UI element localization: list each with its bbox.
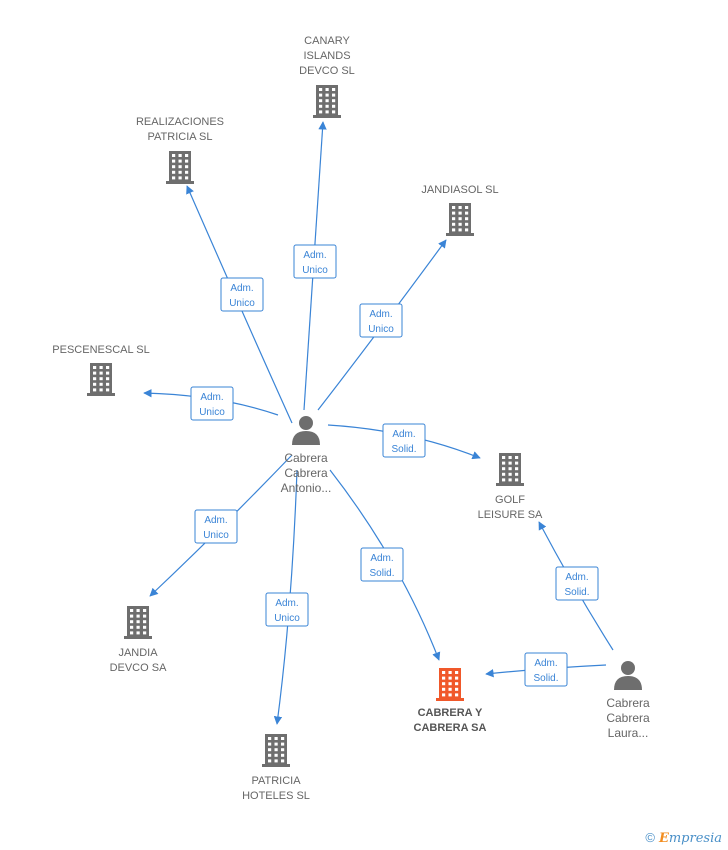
role-badge-text: Unico [203, 530, 229, 541]
company-node-canary[interactable]: CANARY ISLANDS DEVCO SL [299, 35, 355, 118]
building-icon [496, 453, 524, 486]
role-badge-text: Adm. [369, 309, 392, 320]
role-badge-text: Unico [302, 265, 328, 276]
company-jandiasol-label-line: JANDIASOL SL [421, 184, 498, 196]
role-badge-text: Unico [229, 298, 255, 309]
edge-antonio-to-canary[interactable]: Adm. Unico [293, 121, 337, 411]
company-canary-label-line: CANARY [304, 35, 350, 47]
role-badge-text: Solid. [564, 587, 589, 598]
role-badge-text: Unico [199, 407, 225, 418]
company-node-pescenescal[interactable]: PESCENESCAL SL [52, 344, 150, 396]
copyright-icon: © [645, 830, 655, 845]
company-node-jandiasol[interactable]: JANDIASOL SL [421, 184, 499, 236]
person-node-laura[interactable]: CabreraCabreraLaura... [606, 661, 650, 740]
role-badge[interactable] [382, 423, 426, 458]
role-badge-text: Unico [274, 613, 300, 624]
edge-antonio-to-jandiasol[interactable]: Adm. Unico [317, 239, 447, 411]
edge-laura-to-golf[interactable]: Adm. Solid. [538, 521, 614, 651]
role-badge[interactable] [220, 277, 264, 312]
company-canary-label-line: DEVCO SL [299, 65, 355, 77]
company-realizaciones-label-line: PATRICIA SL [147, 131, 212, 143]
brand-footer: ©Empresia [645, 830, 722, 846]
edge-arrow [186, 185, 293, 424]
person-icon [292, 416, 320, 445]
company-golf-label-line: GOLF [495, 494, 525, 506]
brand-logo-initial: E [658, 831, 669, 846]
company-node-golf[interactable]: GOLF LEISURE SA [478, 453, 543, 521]
company-node-patricia[interactable]: PATRICIA HOTELES SL [242, 734, 310, 802]
person-antonio-label-line: Antonio... [281, 481, 332, 495]
company-node-jandia[interactable]: JANDIA DEVCO SA [110, 606, 168, 674]
person-laura-label-line: Cabrera [606, 696, 650, 710]
role-badge-text: Adm. [392, 429, 415, 440]
role-badge-text: Adm. [230, 283, 253, 294]
role-badge-text: Adm. [370, 553, 393, 564]
role-badge[interactable] [360, 547, 404, 582]
role-badge-text: Solid. [369, 568, 394, 579]
role-badge-text: Unico [368, 324, 394, 335]
building-icon [124, 606, 152, 639]
company-realizaciones-label-line: REALIZACIONES [136, 116, 224, 128]
person-laura-label-line: Cabrera [606, 711, 650, 725]
brand-logo-text: mpresia [668, 831, 722, 846]
edge-antonio-to-golf[interactable]: Adm. Solid. [327, 423, 481, 460]
role-badge[interactable] [265, 592, 309, 627]
edge-antonio-to-pescenescal[interactable]: Adm. Unico [143, 386, 279, 421]
company-jandia-label-line: DEVCO SA [110, 662, 168, 674]
company-canary-label-line: ISLANDS [303, 50, 350, 62]
edge-laura-to-cabrera_sa[interactable]: Adm. Solid. [485, 652, 607, 687]
person-icon [614, 661, 642, 690]
building-icon [436, 668, 464, 701]
role-badge[interactable] [293, 244, 337, 279]
company-cabrera_sa-label-line: CABRERA Y [418, 707, 483, 719]
company-jandia-label-line: JANDIA [118, 647, 158, 659]
role-badge[interactable] [194, 509, 238, 544]
person-node-antonio[interactable]: CabreraCabreraAntonio... [281, 416, 332, 495]
role-badge[interactable] [190, 386, 234, 421]
company-pescenescal-label-line: PESCENESCAL SL [52, 344, 149, 356]
role-badge[interactable] [359, 303, 403, 338]
role-badge-text: Adm. [200, 392, 223, 403]
company-node-realizaciones[interactable]: REALIZACIONES PATRICIA SL [136, 116, 224, 184]
company-golf-label-line: LEISURE SA [478, 509, 543, 521]
company-patricia-label-line: PATRICIA [251, 775, 301, 787]
role-badge[interactable] [524, 652, 568, 687]
role-badge-text: Adm. [565, 572, 588, 583]
edge-antonio-to-patricia[interactable]: Adm. Unico [265, 469, 309, 725]
building-icon [313, 85, 341, 118]
building-icon [262, 734, 290, 767]
role-badge[interactable] [555, 566, 599, 601]
person-laura-label-line: Laura... [608, 726, 649, 740]
company-cabrera_sa-label-line: CABRERA SA [414, 722, 487, 734]
role-badge-text: Solid. [391, 444, 416, 455]
edge-antonio-to-cabrera_sa[interactable]: Adm. Solid. [329, 469, 441, 661]
person-antonio-label-line: Cabrera [284, 451, 328, 465]
person-antonio-label-line: Cabrera [284, 466, 328, 480]
building-icon [446, 203, 474, 236]
building-icon [166, 151, 194, 184]
edge-antonio-to-jandia[interactable]: Adm. Unico [149, 454, 293, 597]
role-badge-text: Solid. [533, 673, 558, 684]
company-node-cabrera_sa[interactable]: CABRERA Y CABRERA SA [414, 668, 487, 734]
building-icon [87, 363, 115, 396]
role-badge-text: Adm. [303, 250, 326, 261]
edge-antonio-to-realizaciones[interactable]: Adm. Unico [186, 185, 293, 424]
role-badge-text: Adm. [534, 658, 557, 669]
role-badge-text: Adm. [204, 515, 227, 526]
role-badge-text: Adm. [275, 598, 298, 609]
company-patricia-label-line: HOTELES SL [242, 790, 310, 802]
